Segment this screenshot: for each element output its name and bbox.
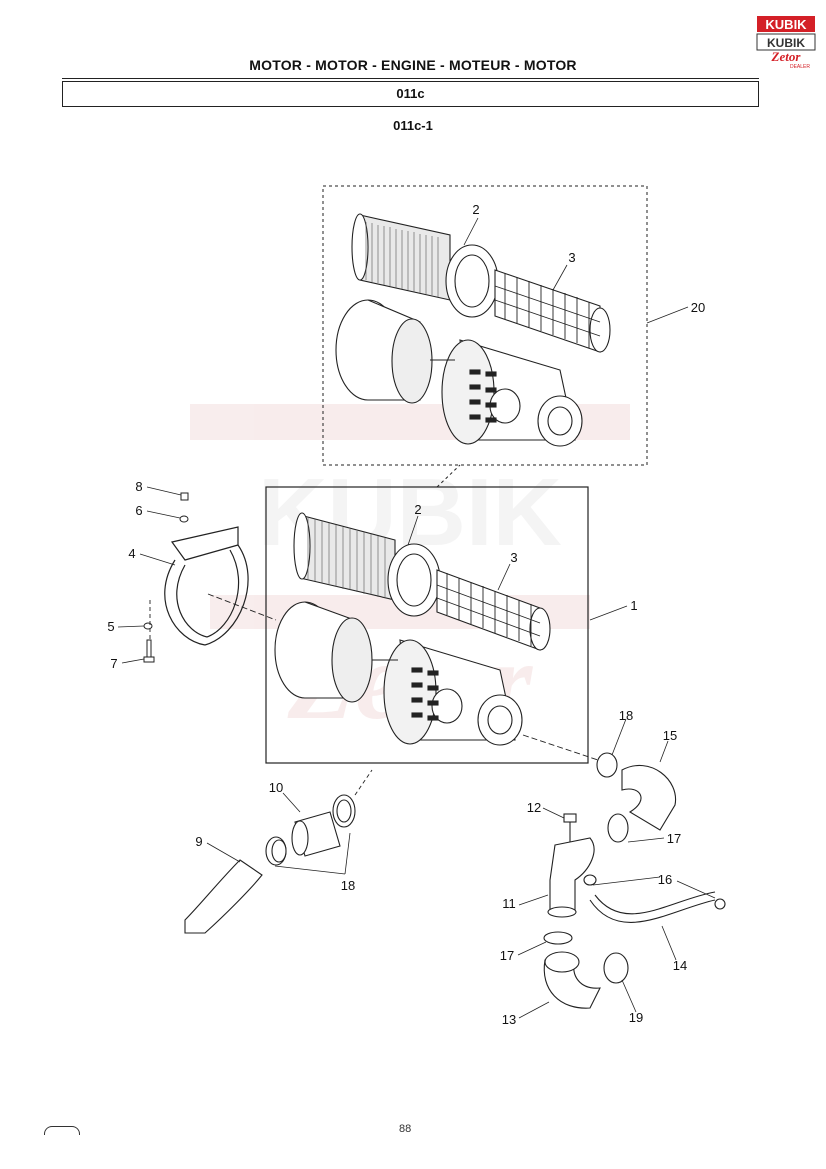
callout-18-left: 18 bbox=[341, 878, 355, 893]
assembly-frame bbox=[265, 486, 589, 764]
callout-17-top: 17 bbox=[667, 831, 681, 846]
callout-17-bottom: 17 bbox=[500, 948, 514, 963]
sub-section-code: 011c-1 bbox=[393, 118, 433, 133]
callout-19: 19 bbox=[629, 1010, 643, 1025]
callout-11: 11 bbox=[502, 896, 516, 911]
mounting-bracket bbox=[164, 526, 249, 646]
callout-4: 4 bbox=[128, 546, 135, 561]
callout-3: 3 bbox=[568, 250, 575, 265]
header-rule bbox=[62, 78, 759, 79]
page-number: 88 bbox=[399, 1123, 412, 1135]
hardware bbox=[143, 492, 189, 663]
inset-air-filter bbox=[335, 213, 611, 447]
callout-2-main: 2 bbox=[414, 502, 421, 517]
main-air-filter bbox=[274, 512, 551, 746]
callout-14: 14 bbox=[673, 958, 687, 973]
intake-hose-parts bbox=[184, 794, 356, 934]
callout-1: 1 bbox=[630, 598, 637, 613]
callout-13: 13 bbox=[502, 1012, 516, 1027]
callout-8: 8 bbox=[135, 479, 142, 494]
svg-text:DEALER: DEALER bbox=[790, 64, 810, 70]
callout-12: 12 bbox=[527, 800, 541, 815]
svg-text:KUBIK: KUBIK bbox=[767, 36, 805, 50]
callout-20: 20 bbox=[691, 300, 705, 315]
callout-7: 7 bbox=[110, 656, 117, 671]
callout-16: 16 bbox=[658, 872, 672, 887]
callout-15: 15 bbox=[663, 728, 677, 743]
section-code: 011c bbox=[62, 81, 759, 107]
svg-text:KUBIK: KUBIK bbox=[765, 17, 807, 32]
callout-5: 5 bbox=[107, 619, 114, 634]
inset-frame bbox=[322, 185, 648, 466]
callout-2: 2 bbox=[472, 202, 479, 217]
page-title: MOTOR - MOTOR - ENGINE - MOTEUR - MOTOR bbox=[249, 57, 577, 73]
outlet-hose-parts bbox=[543, 752, 726, 1009]
footer-badge bbox=[44, 1126, 80, 1135]
callout-9: 9 bbox=[195, 834, 202, 849]
callout-18-right: 18 bbox=[619, 708, 633, 723]
callout-3-main: 3 bbox=[510, 550, 517, 565]
callout-6: 6 bbox=[135, 503, 142, 518]
svg-text:Zetor: Zetor bbox=[771, 49, 802, 64]
callout-10: 10 bbox=[269, 780, 283, 795]
kubik-zetor-logo: KUBIK KUBIK Zetor DEALER bbox=[756, 16, 816, 70]
